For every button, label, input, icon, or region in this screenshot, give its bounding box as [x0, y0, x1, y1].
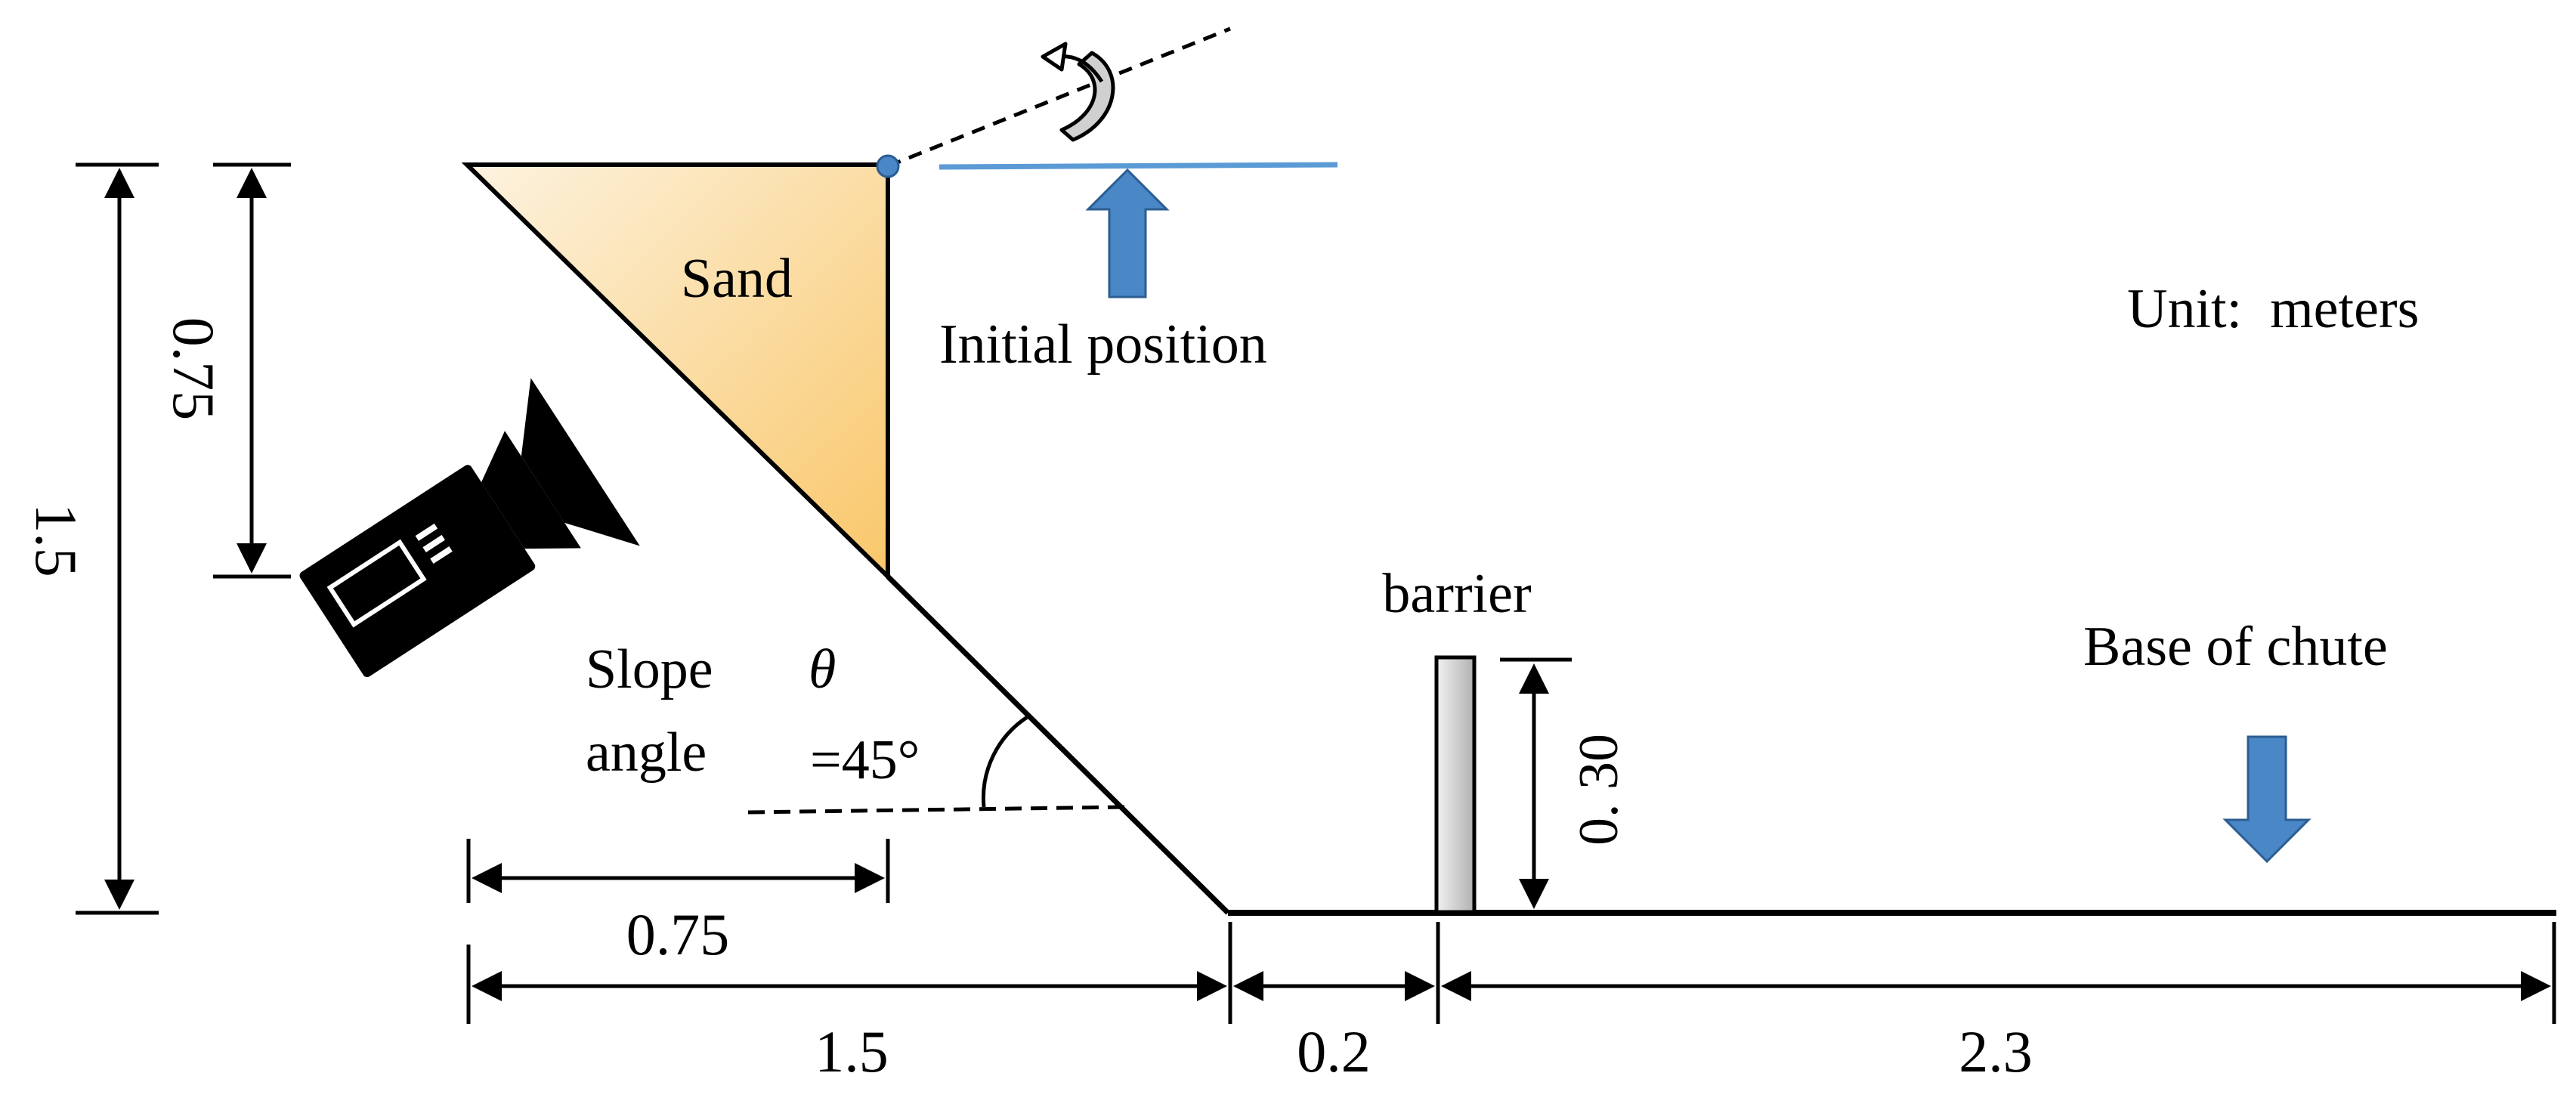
barrier-dim-arrow-top [1519, 663, 1549, 694]
theta-symbol: θ [809, 639, 836, 700]
sand-height-value: 0.75 [161, 317, 227, 421]
curved-rotation-arrow-icon [1041, 42, 1115, 142]
initial-position-up-arrow [1085, 168, 1170, 298]
barrier [1434, 655, 1477, 914]
sand-height-dimension [213, 162, 291, 579]
total-height-arrow-bottom [104, 880, 135, 910]
hinge-pivot [876, 154, 900, 178]
slope-dim-arrow-right [1197, 971, 1227, 1001]
barrier-dim-arrow-bottom [1519, 879, 1549, 909]
angle-word: angle [586, 722, 707, 784]
slope-line [886, 574, 1230, 915]
video-camera-icon [299, 378, 640, 678]
chute-dim-arrow-right [2521, 971, 2551, 1001]
barrier-height-dimension [1500, 657, 1572, 890]
rotation-axis-dashed-line [887, 26, 1231, 169]
sand-width-arrow-left [472, 863, 502, 893]
barrier-label: barrier [1382, 563, 1531, 625]
gap-value: 0.2 [1297, 1019, 1371, 1084]
gap-dim-arrow-right [1405, 971, 1435, 1001]
sand-width-value: 0.75 [626, 901, 730, 967]
slope-horizontal-value: 1.5 [815, 1019, 889, 1084]
slope-horizontal-dimension [466, 922, 1232, 1024]
total-height-dimension [76, 162, 159, 915]
barrier-height-value: 0. 30 [1568, 734, 1630, 846]
initial-position-line [939, 162, 1338, 170]
chute-length-dimension [1471, 922, 2556, 1024]
slope-word: Slope [586, 639, 713, 700]
chute-length-value: 2.3 [1959, 1019, 2033, 1084]
angle-value: =45° [810, 729, 920, 791]
slope-dim-arrow-left [472, 971, 502, 1001]
sand-width-dimension [466, 839, 890, 903]
gap-dimension [1260, 922, 1440, 1024]
sand-wedge [461, 162, 890, 583]
angle-arc [981, 714, 1030, 808]
sand-width-arrow-right [855, 863, 885, 893]
chute-dim-arrow-left [1441, 971, 1471, 1001]
sand-height-arrow-bottom [237, 543, 267, 574]
total-height-value: 1.5 [23, 503, 89, 577]
initial-position-label: Initial position [939, 314, 1267, 376]
base-of-chute-label: Base of chute [2083, 616, 2388, 678]
base-of-chute-down-arrow [2222, 735, 2312, 864]
angle-reference-dashed-line [747, 805, 1127, 815]
total-height-arrow-top [104, 168, 135, 198]
sand-height-arrow-top [237, 168, 267, 198]
gap-dim-arrow-left [1233, 971, 1263, 1001]
unit-label: Unit: meters [2127, 278, 2419, 340]
sand-label: Sand [681, 248, 793, 310]
